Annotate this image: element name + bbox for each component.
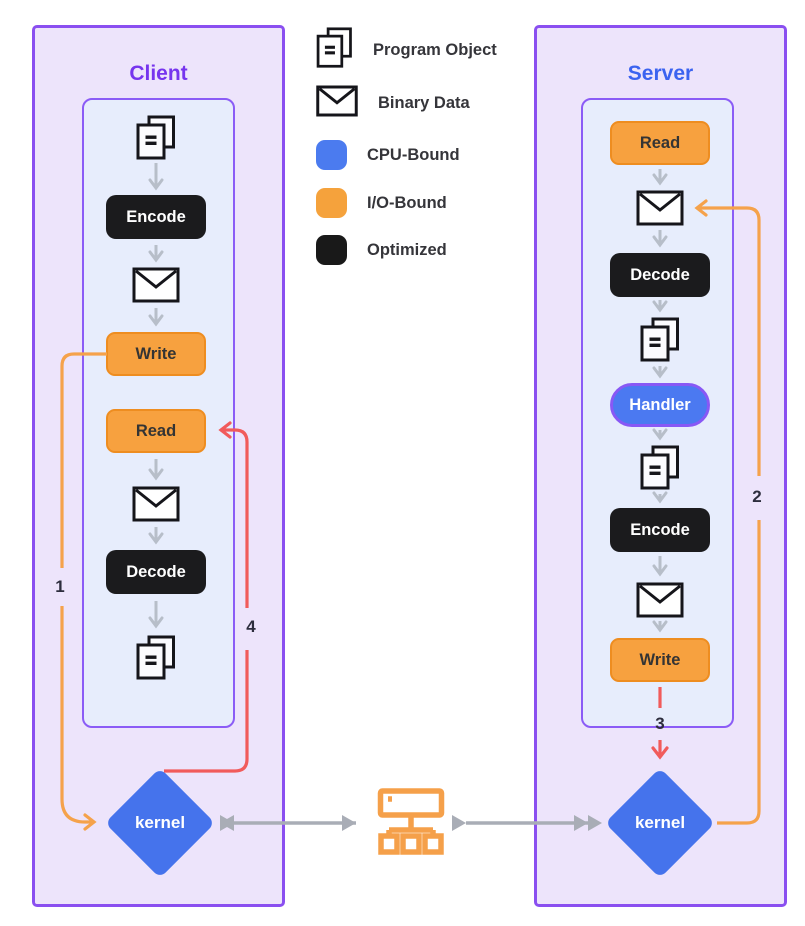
binary-data-icon xyxy=(636,190,684,231)
legend-label: I/O-Bound xyxy=(367,193,447,212)
legend-label: Binary Data xyxy=(378,93,470,112)
legend-label: CPU-Bound xyxy=(367,145,460,164)
binary-data-icon xyxy=(636,582,684,623)
server-read-node: Read xyxy=(610,121,710,165)
program-object-icon xyxy=(136,115,176,166)
step2-label: 2 xyxy=(752,487,762,506)
program-object-icon xyxy=(640,317,680,368)
client-encode-node: Encode xyxy=(106,195,206,239)
server-decode-node: Decode xyxy=(610,253,710,297)
server-kernel-node: kernel xyxy=(604,767,716,879)
binary-data-icon xyxy=(132,486,180,527)
binary-data-icon xyxy=(132,267,180,308)
program-object-icon xyxy=(640,445,680,496)
kernel-label: kernel xyxy=(634,813,686,832)
program-object-icon xyxy=(316,26,353,74)
binary-data-icon xyxy=(316,85,358,122)
kernel-label: kernel xyxy=(134,813,186,832)
client-read-node: Read xyxy=(106,409,206,453)
client-kernel-node: kernel xyxy=(104,767,216,879)
server-panel-title: Server xyxy=(627,62,694,85)
optimized-swatch xyxy=(316,235,347,265)
legend-label: Optimized xyxy=(367,240,447,259)
client-decode-node: Decode xyxy=(106,550,206,594)
client-panel-title: Client xyxy=(129,62,188,85)
io-bound-swatch xyxy=(316,188,347,218)
server-write-node: Write xyxy=(610,638,710,682)
server-encode-node: Encode xyxy=(610,508,710,552)
legend-item-optimized: Optimized xyxy=(316,230,447,270)
step1-label: 1 xyxy=(55,577,65,596)
legend-item-program-object: Program Object xyxy=(316,26,497,70)
step3-label: 3 xyxy=(655,714,665,733)
legend-item-io-bound: I/O-Bound xyxy=(316,183,447,223)
server-handler-node: Handler xyxy=(610,383,710,427)
program-object-icon xyxy=(136,635,176,686)
legend-item-binary-data: Binary Data xyxy=(316,83,470,123)
cpu-bound-swatch xyxy=(316,140,347,170)
network-icon xyxy=(369,786,453,865)
step4-label: 4 xyxy=(246,617,256,636)
legend-label: Program Object xyxy=(373,40,497,59)
client-write-node: Write xyxy=(106,332,206,376)
legend-item-cpu-bound: CPU-Bound xyxy=(316,135,460,175)
